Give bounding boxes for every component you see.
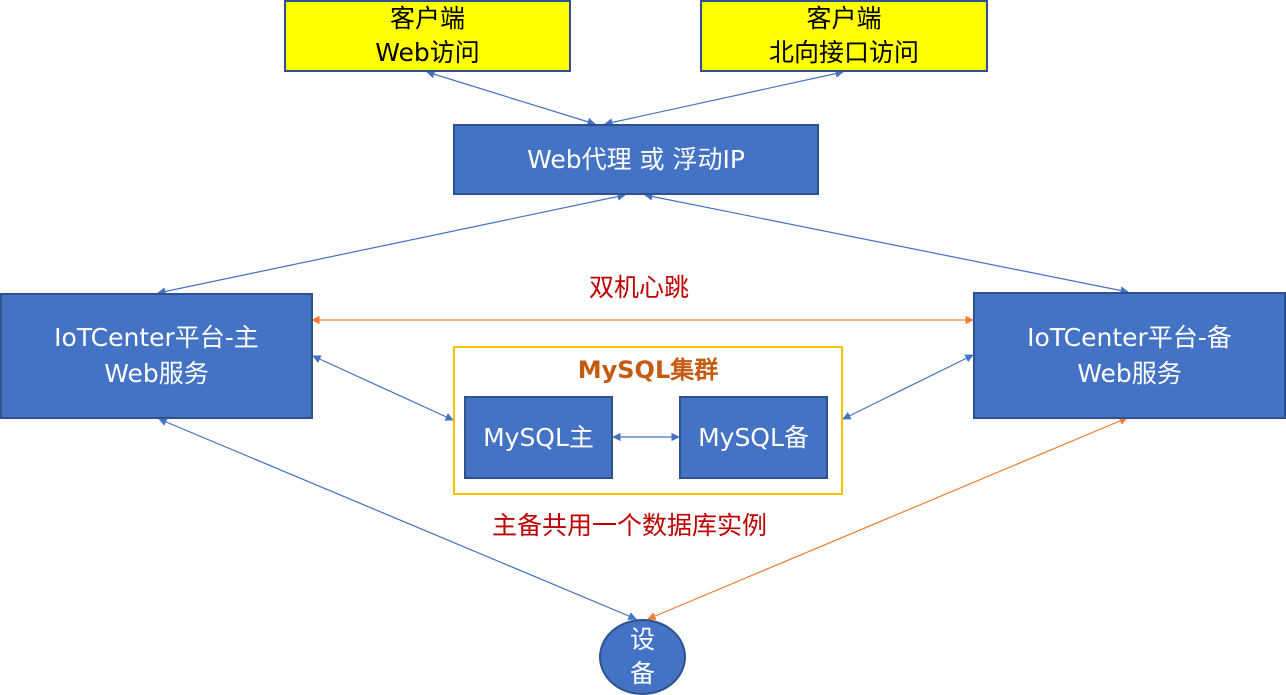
mysql-cluster: MySQL集群: [453, 346, 843, 495]
mysql-primary-node: MySQL主: [464, 396, 613, 479]
client-web-line2: Web访问: [375, 38, 480, 67]
client-north-node: 客户端 北向接口访问: [700, 0, 988, 72]
primary-line2: Web服务: [104, 359, 209, 388]
device-line2: 备: [629, 659, 655, 688]
shared-db-label: 主备共用一个数据库实例: [492, 511, 768, 540]
mysql-primary-label: MySQL主: [483, 422, 594, 452]
backup-platform-node: IoTCenter平台-备 Web服务: [973, 292, 1286, 419]
client-north-line2: 北向接口访问: [768, 38, 919, 67]
proxy-node: Web代理 或 浮动IP: [453, 124, 819, 195]
edge-proxy-primary: [157, 192, 626, 296]
heartbeat-label: 双机心跳: [589, 273, 690, 302]
client-north-line1: 客户端: [806, 4, 882, 33]
edge-primary-cluster: [312, 355, 454, 421]
backup-line1: IoTCenter平台-备: [1027, 322, 1232, 352]
client-web-line1: 客户端: [389, 4, 465, 33]
backup-line2: Web服务: [1077, 358, 1182, 388]
mysql-backup-label: MySQL备: [698, 422, 809, 452]
device-node: 设 备: [599, 619, 686, 695]
edge-primary-device: [158, 418, 637, 620]
edge-proxy-backup: [644, 192, 1129, 295]
primary-platform-node: IoTCenter平台-主 Web服务: [0, 293, 313, 419]
edge-proxy-client-north: [604, 69, 844, 127]
mysql-cluster-title: MySQL集群: [577, 356, 719, 384]
client-web-node: 客户端 Web访问: [284, 0, 571, 72]
proxy-label: Web代理 或 浮动IP: [527, 144, 745, 174]
edge-backup-device: [647, 417, 1128, 620]
edge-proxy-client-web: [426, 70, 596, 126]
mysql-backup-node: MySQL备: [679, 396, 828, 479]
edge-backup-cluster: [842, 354, 974, 420]
primary-line1: IoTCenter平台-主: [54, 323, 259, 352]
device-line1: 设: [629, 625, 655, 654]
